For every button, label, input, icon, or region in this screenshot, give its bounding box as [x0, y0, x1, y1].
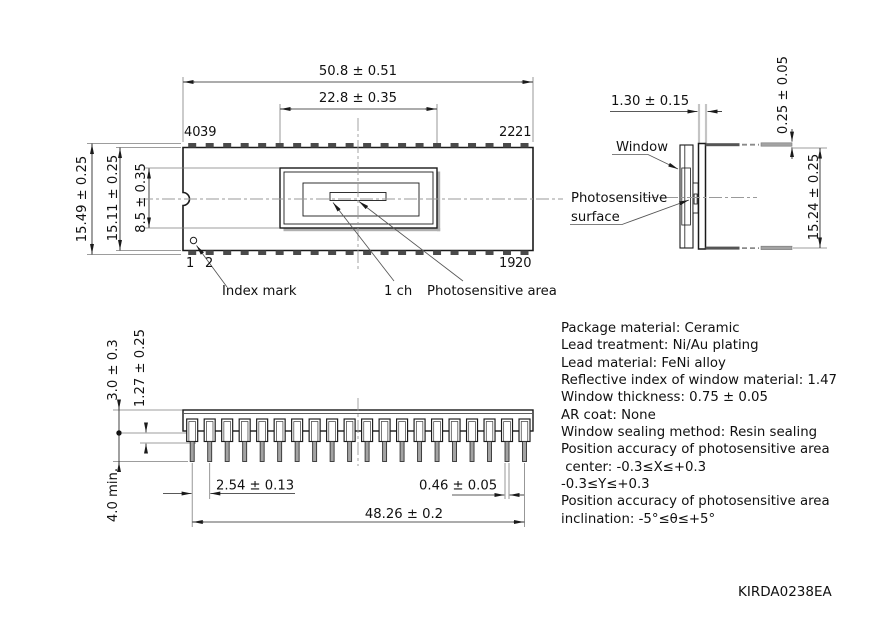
- lead-pin: [518, 418, 531, 462]
- dim-body-thickness: 3.0 ± 0.3: [106, 339, 121, 400]
- side-ceramic-bar: [697, 142, 707, 250]
- lead-pin: [256, 418, 269, 462]
- lead-pin: [361, 418, 374, 462]
- pin-number-2: 2: [205, 256, 213, 271]
- dim-window-thickness: 1.30 ± 0.15: [611, 94, 689, 109]
- dim-lead-span: 48.26 ± 0.2: [365, 507, 443, 522]
- pin-number-21: 21: [515, 125, 532, 140]
- dim-lead-width: 0.46 ± 0.05: [419, 479, 497, 494]
- leads: [186, 418, 531, 462]
- lead-pin: [483, 418, 496, 462]
- lead-pin: [343, 418, 356, 462]
- pin-number-1: 1: [186, 256, 194, 271]
- lead-pin: [430, 418, 444, 462]
- index-mark-label: Index mark: [222, 284, 297, 299]
- lead-pin: [326, 418, 339, 462]
- note-line: Position accuracy of photosensitive area: [561, 442, 830, 458]
- lead-pin: [221, 418, 234, 462]
- lead-pin: [273, 418, 286, 462]
- photosensitive-area-label: Photosensitive area: [427, 284, 557, 299]
- lead-pin: [203, 418, 216, 462]
- lead-pin: [413, 418, 426, 462]
- side-view-body: [679, 142, 707, 250]
- top-view-leaders: [196, 201, 464, 288]
- lead-pin: [378, 418, 391, 462]
- note-line: center: -0.3≤X≤+0.3: [561, 459, 707, 475]
- dim-lead-min-length: 4.0 min.: [106, 468, 121, 522]
- note-line: Position accuracy of photosensitive area: [561, 494, 830, 510]
- lead-pin: [500, 418, 514, 462]
- pin-number-22: 22: [499, 125, 516, 140]
- window-label: Window: [616, 140, 668, 155]
- lead-pin: [308, 418, 321, 462]
- note-line: Lead treatment: Ni/Au plating: [561, 338, 759, 354]
- note-line: Window thickness: 0.75 ± 0.05: [561, 390, 768, 406]
- dim-lead-thickness: 0.25 ± 0.05: [776, 56, 791, 134]
- dim-shoulder-length: 1.27 ± 0.25: [133, 329, 148, 407]
- side-view: 1.30 ± 0.15 0.25 ± 0.05 15.24 ± 0.25 Win…: [570, 56, 827, 250]
- dim-lead-pitch: 2.54 ± 0.13: [216, 479, 294, 494]
- dim-window-width: 22.8 ± 0.35: [319, 91, 397, 106]
- one-ch-label: 1 ch: [384, 284, 412, 299]
- window-area: [279, 167, 441, 232]
- note-line: Reflective index of window material: 1.4…: [561, 373, 838, 389]
- photosensitive-surface-label-1: Photosensitive: [571, 191, 667, 206]
- pin-number-40: 40: [184, 125, 201, 140]
- dim-body-height: 15.11 ± 0.25: [106, 155, 121, 242]
- note-line: Window sealing method: Resin sealing: [561, 425, 818, 441]
- lead-pin: [186, 418, 199, 462]
- note-line: -0.3≤Y≤+0.3: [561, 477, 650, 493]
- lead-pin: [238, 418, 251, 462]
- bottom-view-extension-lines: [113, 409, 525, 527]
- dim-side-height: 15.24 ± 0.25: [807, 154, 822, 241]
- dim-overall-height: 15.49 ± 0.25: [75, 156, 90, 243]
- note-line: inclination: -5°≤θ≤+5°: [561, 511, 716, 527]
- lead-marks: [188, 143, 529, 255]
- bottom-view: 3.0 ± 0.3 1.27 ± 0.25 4.0 min. 2.54 ± 0.…: [106, 329, 534, 527]
- photosensitive-surface-bar: [693, 193, 698, 205]
- index-mark-circle: [189, 236, 198, 245]
- note-line: Package material: Ceramic: [561, 321, 740, 336]
- pin-number-39: 39: [200, 125, 217, 140]
- lead-pin: [448, 418, 461, 462]
- drawing-number: KIRDA0238EA: [738, 584, 832, 600]
- top-view: 50.8 ± 0.51 22.8 ± 0.35 15.49 ± 0.25 15.…: [75, 64, 563, 299]
- dim-window-height: 8.5 ± 0.35: [134, 163, 149, 233]
- lead-pin: [396, 418, 409, 462]
- photosensitive-surface-label-2: surface: [571, 210, 620, 225]
- bottom-view-dimension-lines: [116, 399, 525, 524]
- side-view-leads: [705, 142, 793, 250]
- pin-number-19: 19: [499, 256, 516, 271]
- note-line: AR coat: None: [561, 407, 656, 423]
- dim-overall-width: 50.8 ± 0.51: [319, 64, 397, 79]
- lead-pin: [291, 418, 304, 462]
- pin-number-20: 20: [515, 256, 532, 271]
- lead-pin: [465, 418, 479, 462]
- top-view-dimension-lines: [90, 80, 533, 255]
- note-line: Lead material: FeNi alloy: [561, 355, 726, 371]
- notes-block: Package material: Ceramic Lead treatment…: [561, 320, 891, 528]
